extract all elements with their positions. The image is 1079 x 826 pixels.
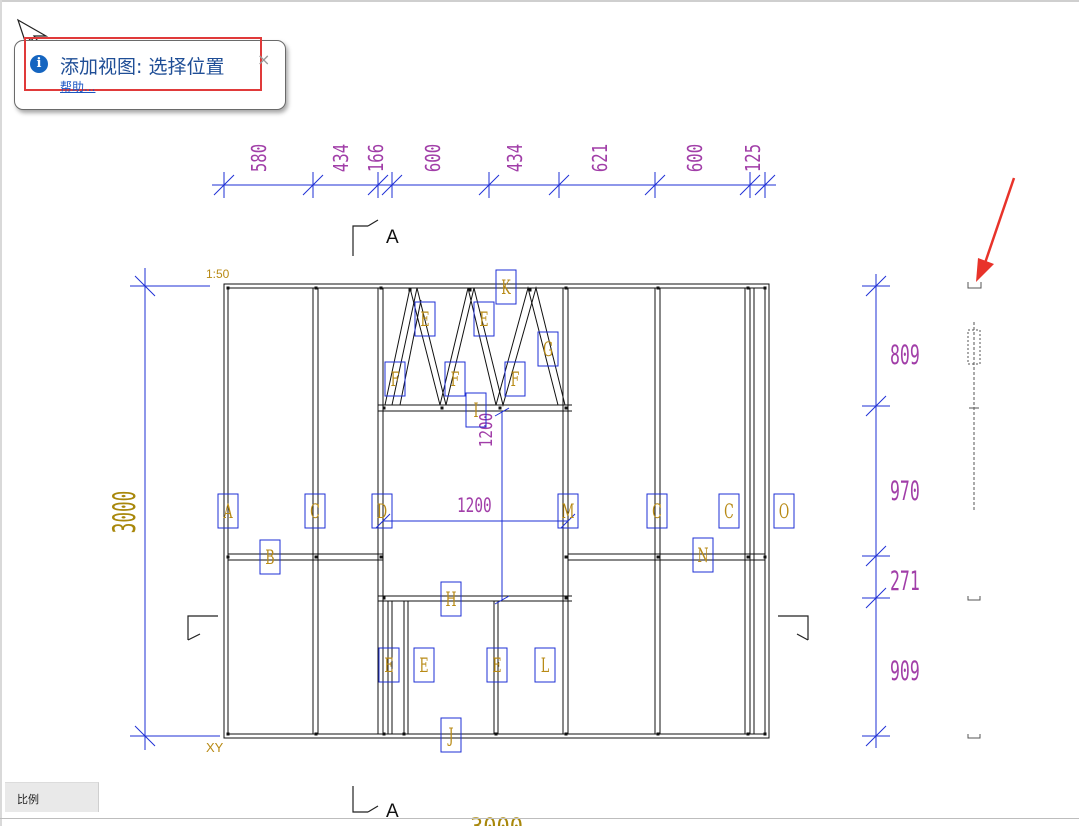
part-label-text: N: [697, 544, 708, 567]
notification-title: 添加视图: 选择位置: [60, 56, 225, 78]
part-label-text: F: [511, 368, 520, 391]
section-marker-top: A: [352, 219, 399, 256]
section-marker-bottom: A: [352, 786, 399, 822]
add-view-notification: [14, 40, 286, 110]
frame-structure: [223, 283, 770, 739]
top-dimension-text: 434: [504, 144, 527, 172]
part-label-text: E: [479, 308, 488, 331]
top-dimension-chain: [212, 172, 776, 198]
part-label-text: I: [474, 399, 479, 422]
top-dimension-text: 125: [742, 144, 765, 172]
annotation-arrow-icon: [976, 177, 1016, 282]
part-label-box: [646, 493, 668, 529]
part-label-text: O: [779, 500, 789, 523]
part-label-box: [217, 493, 239, 529]
notification-highlight-box: [24, 37, 262, 91]
part-label-text: J: [447, 724, 454, 747]
part-label-box: [440, 581, 462, 617]
part-label-box: [486, 647, 508, 683]
part-label-box: [371, 493, 393, 529]
part-label-box: [504, 361, 526, 397]
part-label-text: A: [223, 500, 234, 523]
right-dimension-chain: [862, 274, 890, 748]
part-label-box: [534, 647, 556, 683]
top-dimension-text: 434: [330, 144, 353, 172]
window-top-border: [0, 0, 1079, 2]
part-label-box: [537, 331, 559, 367]
window-left-border: [0, 0, 2, 826]
part-label-box: [440, 717, 462, 753]
part-label-text: C: [724, 500, 734, 523]
top-dimension-text: 166: [365, 144, 388, 172]
part-label-box: [692, 537, 714, 573]
section-marker-left: [187, 615, 218, 641]
right-dim-271: 271: [890, 567, 920, 597]
top-dimension-text: 600: [422, 144, 445, 172]
left-dimension-text: 3000: [107, 491, 143, 533]
part-label-box: [259, 539, 281, 575]
part-label-text: E: [420, 308, 429, 331]
part-label-text: E: [384, 654, 393, 677]
part-label-box: [413, 647, 435, 683]
part-label-text: E: [419, 654, 428, 677]
right-dim-970: 970: [890, 477, 920, 507]
part-label-text: F: [391, 368, 400, 391]
inner-horizontal-dim-text: 1200: [457, 495, 492, 518]
part-label-text: F: [451, 368, 460, 391]
inner-vertical-dim-text: 1200: [475, 413, 496, 448]
bottom-dimension-text: 3000: [470, 815, 523, 826]
right-dimension-texts: 809 970 271 909: [890, 341, 920, 687]
scale-tab-label: 比例: [17, 794, 39, 806]
close-icon[interactable]: ×: [257, 50, 271, 69]
part-label-box: [465, 392, 487, 428]
section-marker-right: [778, 615, 809, 641]
info-icon: i: [30, 55, 48, 73]
top-dimension-text: 580: [248, 144, 271, 172]
status-bar-divider: [0, 818, 1079, 819]
part-label-text: C: [310, 500, 320, 523]
side-view-preview: [967, 282, 982, 739]
scale-label: 1:50: [206, 267, 230, 281]
part-label-text: G: [543, 338, 553, 361]
part-label-box: [495, 269, 517, 305]
top-dimension-text: 600: [684, 144, 707, 172]
inner-dimensions: [375, 407, 576, 605]
part-label-box: [444, 361, 466, 397]
frame-nodes: [226, 286, 767, 736]
origin-label: XY: [206, 740, 224, 755]
help-link[interactable]: 帮助...: [60, 80, 96, 94]
section-label-top: A: [386, 227, 399, 248]
part-label-text: B: [265, 546, 274, 569]
part-label-box: [718, 493, 740, 529]
left-dimension: [130, 268, 220, 750]
part-label-text: C: [652, 500, 662, 523]
part-label-box: [473, 301, 495, 337]
part-label-text: E: [492, 654, 501, 677]
part-label-box: [414, 301, 436, 337]
section-label-bottom: A: [386, 801, 399, 822]
top-dimension-text: 621: [589, 144, 612, 172]
scale-tab[interactable]: 比例: [5, 782, 99, 812]
part-label-text: H: [446, 588, 457, 611]
part-label-box: [557, 493, 579, 529]
part-label-box: [384, 361, 406, 397]
part-label-text: L: [541, 654, 549, 677]
part-label-text: D: [377, 500, 387, 523]
part-label-text: M: [562, 500, 575, 523]
part-label-box: [378, 647, 400, 683]
right-dim-809: 809: [890, 341, 920, 371]
part-label-box: [773, 493, 795, 529]
part-label-text: K: [501, 276, 511, 299]
right-dim-909: 909: [890, 657, 920, 687]
top-dimension-texts: 580 434 166 600 434 621 600 125: [248, 144, 765, 172]
part-label-box: [304, 493, 326, 529]
